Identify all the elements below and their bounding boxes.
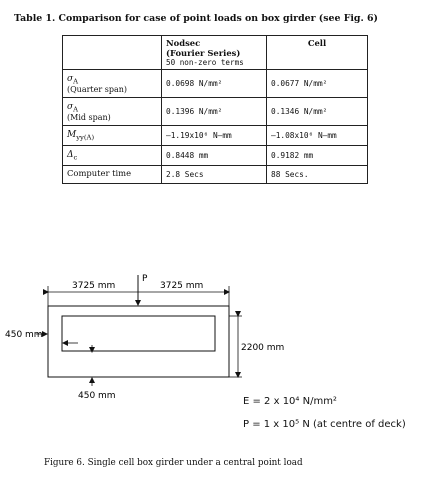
row-label-text: Computer time [67,168,132,179]
row-symbol: M [67,130,77,141]
header-cell: Cell [266,35,368,70]
dim-height: 2200 mm [241,343,284,353]
row-label-text: (Quarter span) [67,85,128,95]
table-caption: Table 1. Comparison for case of point lo… [14,13,378,24]
inner-cell [61,315,216,352]
row-symbol: Δ [67,150,74,161]
dim-flange: 450 mm [78,391,116,401]
table-row: Δc 0.8448 mm 0.9182 mm [62,145,368,166]
table-row: Computer time 2.8 Secs 88 Secs. [62,165,368,184]
cell-value: 0.1346 N/mm² [266,97,368,126]
row-subscript: c [73,153,78,162]
modulus-equation: E = 2 x 10⁴ N/mm² [243,396,337,407]
nodsec-value: 0.0698 N/mm² [161,69,267,98]
row-subscript: yy(A) [76,133,95,142]
table-header-row: Nodsec (Fourier Series) 50 non-zero term… [62,35,368,70]
cell-value: 88 Secs. [266,165,368,184]
nodsec-value: 2.8 Secs [161,165,267,184]
figure-caption: Figure 6. Single cell box girder under a… [44,458,303,468]
header-nodsec-line1: Nodsec [166,38,201,48]
dim-left-span: 3725 mm [72,281,115,291]
comparison-table: Nodsec (Fourier Series) 50 non-zero term… [62,35,368,184]
dim-web: 450 mm [5,330,43,340]
row-subscript: A [73,77,79,86]
table-row: σA (Quarter span) 0.0698 N/mm² 0.0677 N/… [62,69,368,98]
row-symbol: σ [67,73,74,84]
header-nodsec-line3: 50 non-zero terms [166,58,244,67]
row-symbol: σ [67,101,74,112]
row-label-text: (Mid span) [67,113,111,123]
nodsec-value: 0.1396 N/mm² [161,97,267,126]
load-label: P [142,274,148,284]
cell-value: 0.0677 N/mm² [266,69,368,98]
header-nodsec-line2: (Fourier Series) [166,48,241,58]
row-label: σA (Quarter span) [62,69,162,98]
outer-section [47,305,230,378]
row-subscript: A [73,105,79,114]
dim-right-span: 3725 mm [160,281,203,291]
load-equation: P = 1 x 10⁵ N (at centre of deck) [243,419,406,430]
